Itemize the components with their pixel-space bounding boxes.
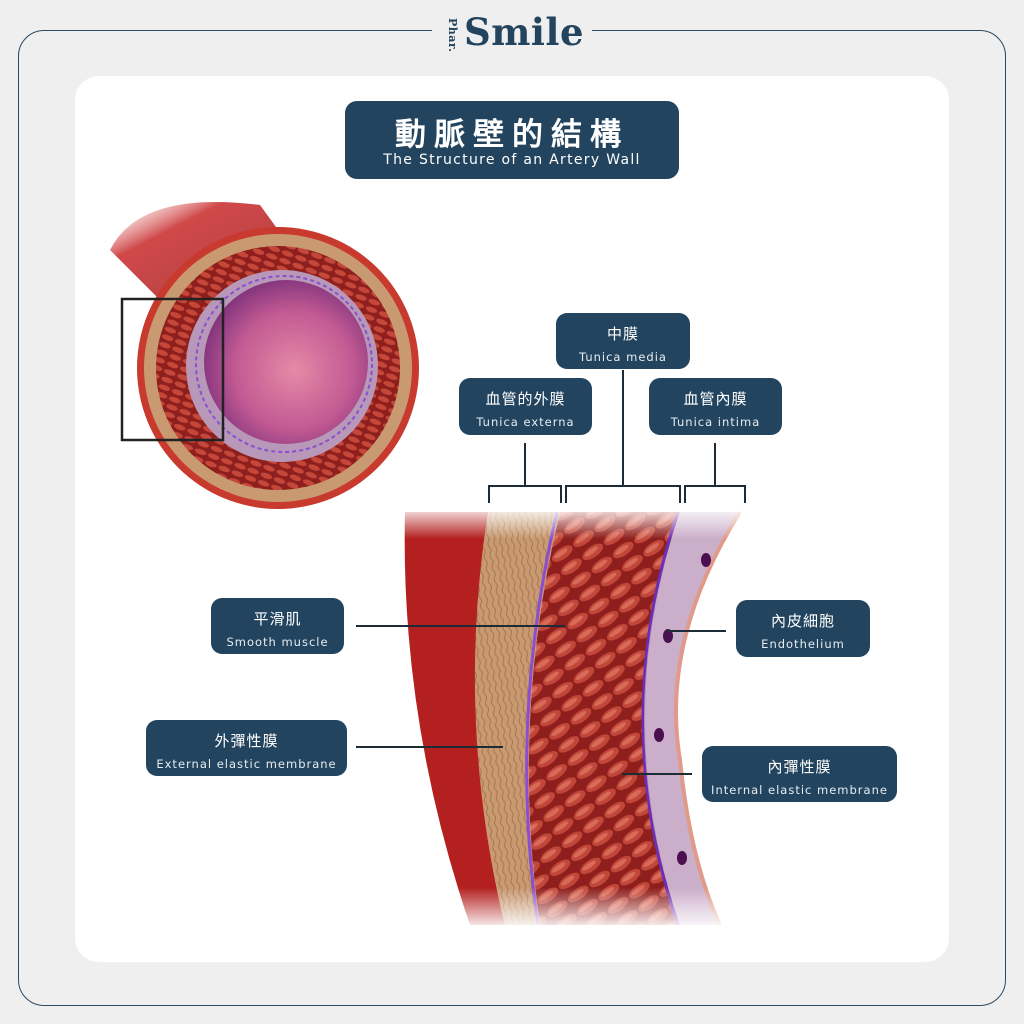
label-internal-elastic-membrane: 內彈性膜 Internal elastic membrane xyxy=(702,746,897,802)
label-tunica-intima-zh: 血管內膜 xyxy=(683,390,748,408)
brand-logo: Phar. Smile xyxy=(432,6,592,56)
artery-cross-section xyxy=(110,202,419,509)
diagram-title: 動脈壁的結構 The Structure of an Artery Wall xyxy=(345,101,679,179)
logo-prefix: Phar. xyxy=(446,18,459,53)
label-tunica-intima: 血管內膜 Tunica intima xyxy=(649,378,782,435)
label-tunica-media-zh: 中膜 xyxy=(606,325,639,343)
leader-lines xyxy=(356,370,746,775)
label-tunica-media-en: Tunica media xyxy=(579,350,667,364)
label-smooth-muscle-en: Smooth muscle xyxy=(226,635,329,649)
title-chinese: 動脈壁的結構 xyxy=(395,117,629,153)
zoom-region-box xyxy=(120,297,225,442)
title-english: The Structure of an Artery Wall xyxy=(383,152,641,168)
label-tunica-externa: 血管的外膜 Tunica externa xyxy=(459,378,592,435)
label-smooth-muscle: 平滑肌 Smooth muscle xyxy=(211,598,344,654)
label-smooth-muscle-zh: 平滑肌 xyxy=(253,610,302,628)
label-tunica-externa-en: Tunica externa xyxy=(476,415,575,429)
label-tunica-media: 中膜 Tunica media xyxy=(556,313,690,369)
label-tunica-externa-zh: 血管的外膜 xyxy=(485,390,566,408)
label-internal-elastic-zh: 內彈性膜 xyxy=(767,758,832,776)
label-external-elastic-zh: 外彈性膜 xyxy=(214,732,279,750)
label-endothelium: 內皮細胞 Endothelium xyxy=(736,600,870,657)
label-external-elastic-membrane: 外彈性膜 External elastic membrane xyxy=(146,720,347,776)
label-external-elastic-en: External elastic membrane xyxy=(156,757,337,771)
label-endothelium-zh: 內皮細胞 xyxy=(770,612,835,630)
label-endothelium-en: Endothelium xyxy=(761,637,845,651)
label-tunica-intima-en: Tunica intima xyxy=(670,415,761,429)
logo-brand: Smile xyxy=(464,10,585,54)
label-internal-elastic-en: Internal elastic membrane xyxy=(711,783,888,797)
artery-wall-section xyxy=(400,505,750,930)
